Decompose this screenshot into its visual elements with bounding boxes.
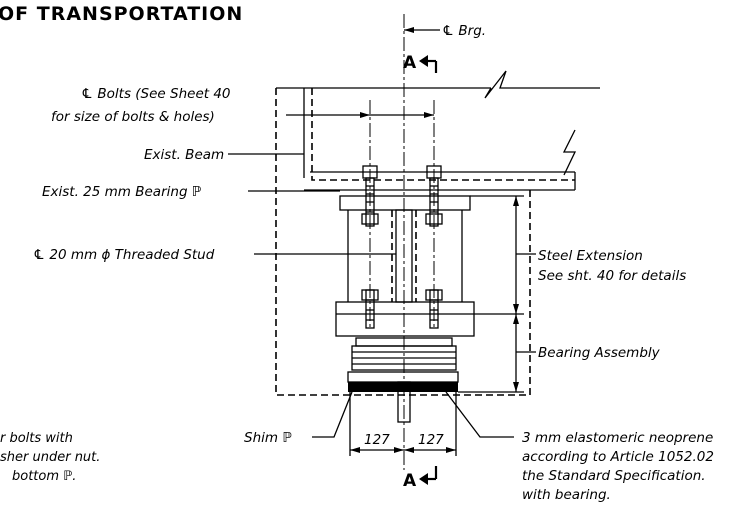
existing-outline-dashed-inner: [311, 88, 575, 181]
note-line2: sher under nut.: [0, 450, 100, 465]
cl-bolts-label-line2: for size of bolts & holes): [51, 109, 215, 125]
shim-plate-label: Shim ℙ: [244, 430, 292, 446]
note-line3: bottom ℙ.: [12, 469, 76, 484]
neoprene-label-line4: with bearing.: [522, 487, 611, 503]
width-dim-arrow-left: [350, 447, 360, 453]
cl-bolts-label-line1: ℄ Bolts (See Sheet 40: [81, 86, 231, 102]
shim-plate: [348, 382, 458, 392]
steel-ext-dim-arrow-bottom: [513, 304, 519, 314]
existing-outline-dashed-outer: [275, 88, 531, 396]
section-a-top-arrowhead: [419, 55, 428, 67]
section-a-top-label: A: [403, 53, 417, 73]
sheet-header-title: OF TRANSPORTATION: [0, 3, 243, 25]
exist-bearing-plate-label: Exist. 25 mm Bearing ℙ: [42, 184, 201, 200]
bearing-assembly-label: Bearing Assembly: [538, 345, 661, 361]
shim-plate-leader: [312, 391, 353, 438]
steel-extension-top-plate: [339, 195, 471, 211]
cl-brg-arrow: [404, 27, 414, 33]
neoprene-label-line3: the Standard Specification.: [522, 468, 706, 484]
neoprene-label-line1: 3 mm elastomeric neoprene: [522, 430, 713, 446]
width-dim-arrow-center-r: [404, 447, 414, 453]
top-left-bolt: [361, 165, 379, 227]
note-line1: r bolts with: [0, 431, 73, 446]
dim-left-127: 127: [364, 432, 390, 448]
bottom-right-bolt: [425, 289, 443, 329]
cl-brg-label: ℄ Brg.: [442, 23, 486, 39]
beam-right-break: [562, 129, 577, 176]
bearing-dim-arrow-bottom: [513, 382, 519, 392]
dim-right-127: 127: [418, 432, 444, 448]
bearing-base-plate: [347, 371, 459, 383]
steel-ext-dim-arrow-top: [513, 196, 519, 206]
width-dim-arrow-center-l: [394, 447, 404, 453]
top-right-bolt: [425, 165, 443, 227]
steel-extension-label-line1: Steel Extension: [538, 248, 643, 264]
neoprene-label-line2: according to Article 1052.02: [522, 449, 714, 465]
exist-beam-label: Exist. Beam: [144, 147, 224, 163]
steel-extension-label-line2: See sht. 40 for details: [538, 268, 686, 284]
bolt-cl-arrow-right: [424, 112, 434, 118]
threaded-stud-label: ℄ 20 mm ϕ Threaded Stud: [33, 247, 215, 263]
bottom-left-bolt: [361, 289, 379, 329]
neoprene-leader: [445, 391, 514, 438]
bolt-cl-arrow-left: [360, 112, 370, 118]
width-dim-arrow-right: [446, 447, 456, 453]
steel-extension-bottom-plate: [335, 301, 475, 337]
bearing-stud-extension: [397, 381, 411, 423]
bearing-dim-arrow-top: [513, 314, 519, 324]
beam-break-symbol: [484, 70, 600, 99]
section-a-bottom-label: A: [403, 471, 417, 491]
section-a-bottom-arrowhead: [419, 473, 428, 485]
